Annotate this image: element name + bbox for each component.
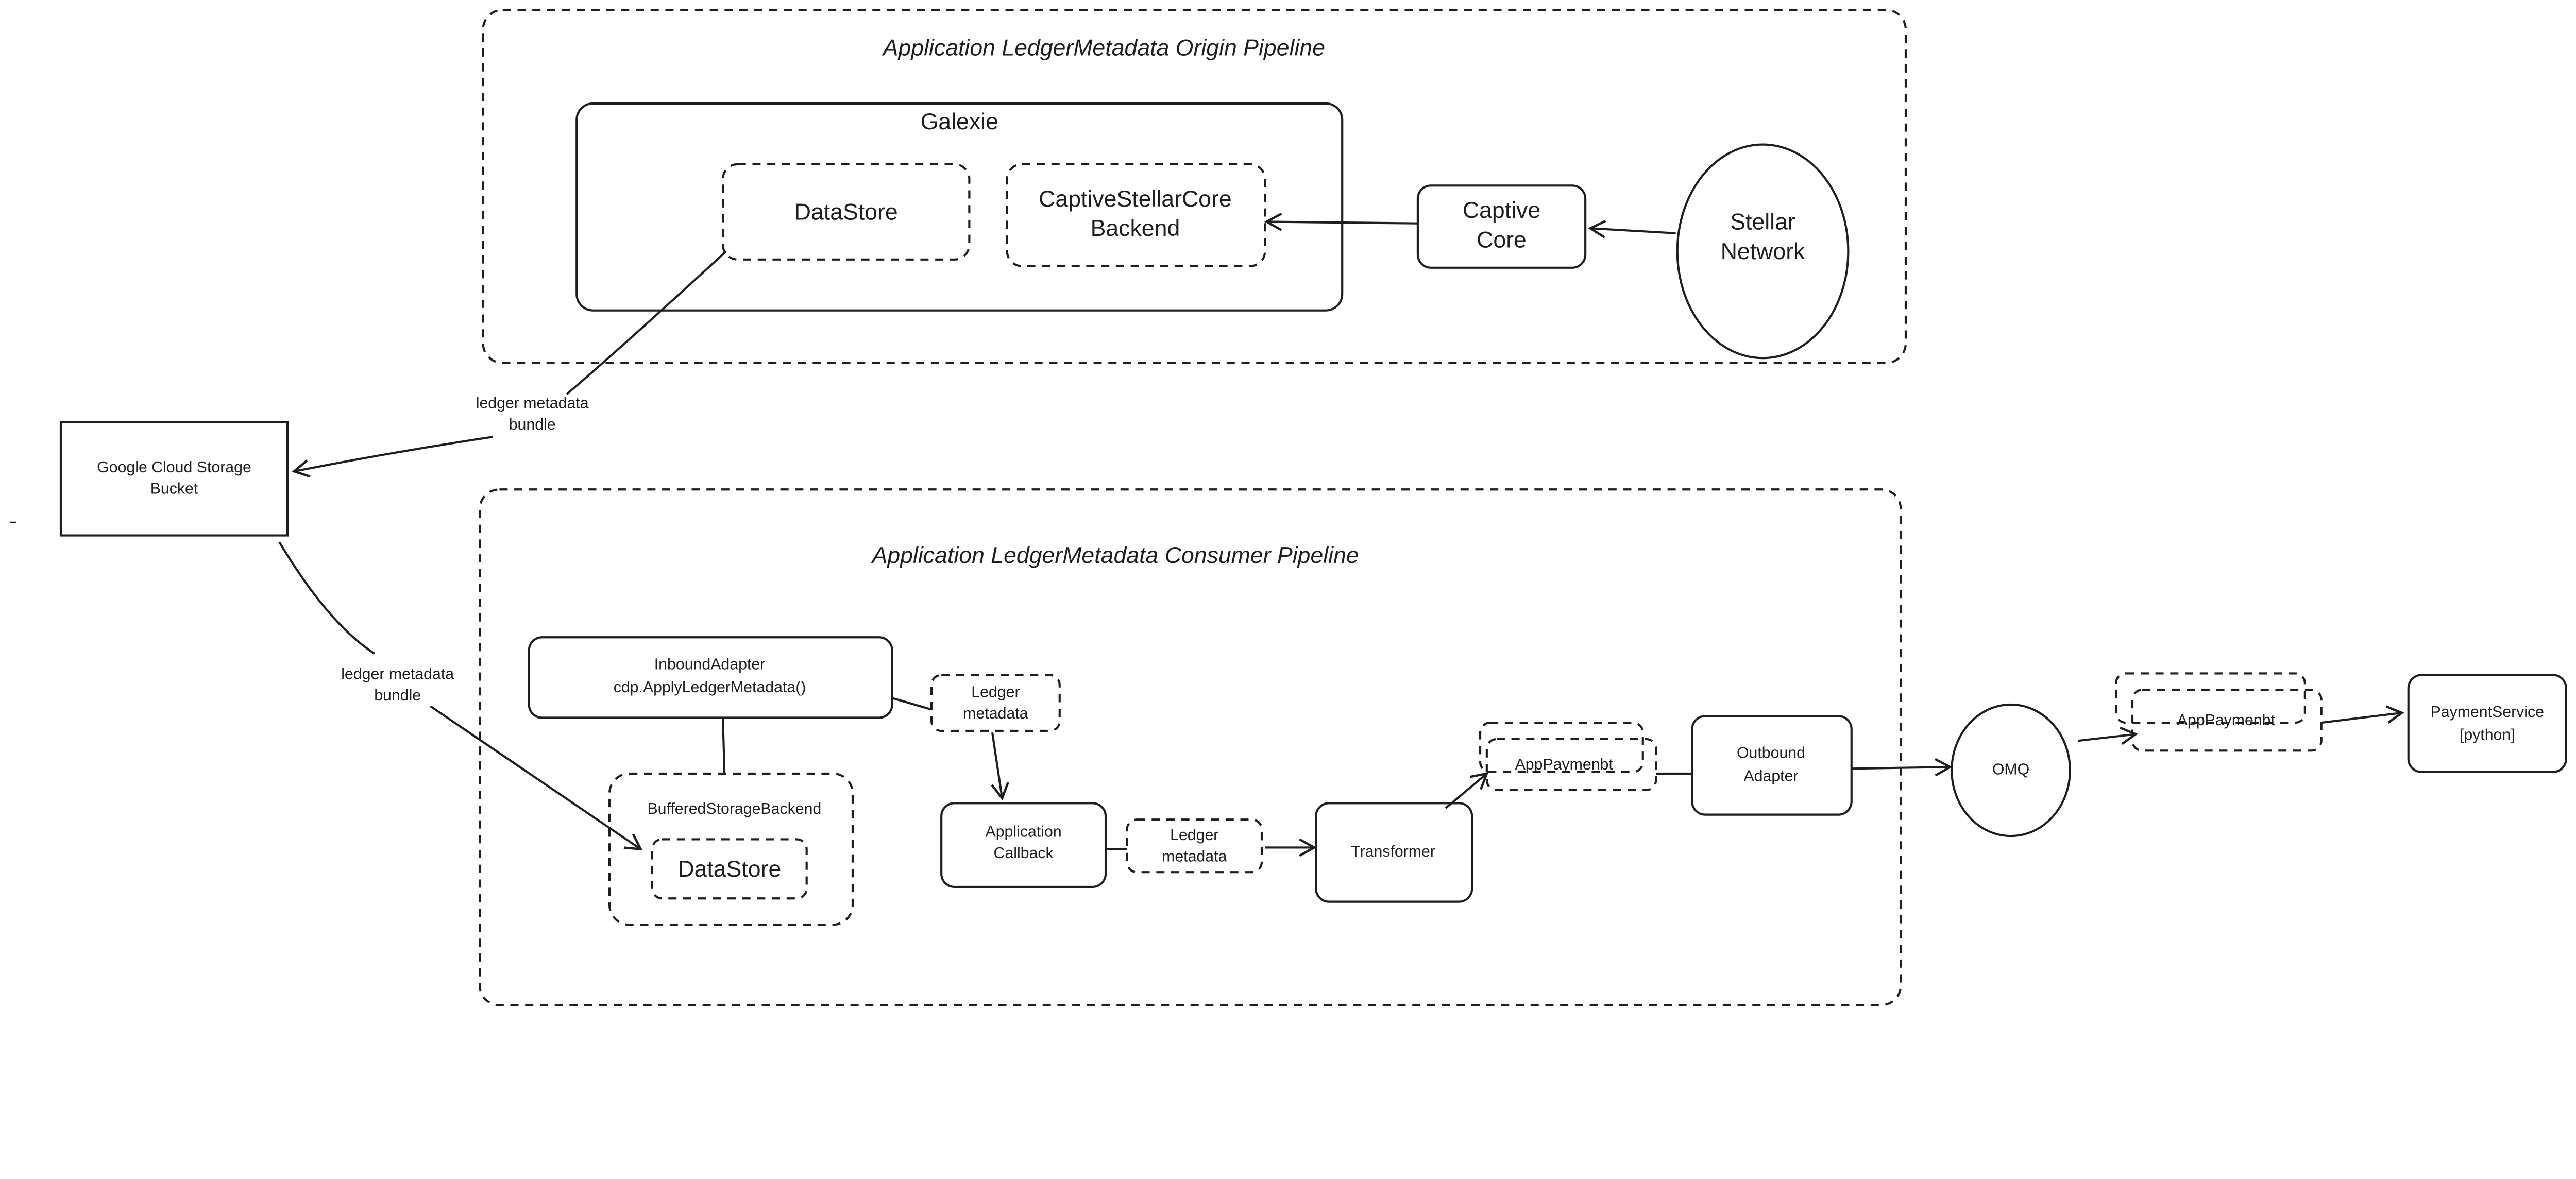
buffered-backend-label: BufferedStorageBackend: [647, 800, 821, 817]
application-callback[interactable]: Application Callback: [940, 802, 1107, 888]
transformer-label: Transformer: [1351, 843, 1435, 860]
outbound-adapter-label-2: Adapter: [1743, 767, 1798, 784]
payment-service-label-1: PaymentService: [2431, 704, 2544, 721]
inbound-adapter-label-1: InboundAdapter: [654, 656, 766, 673]
outbound-adapter-label-1: Outbound: [1737, 745, 1805, 762]
captive-core-label-1: Captive: [1463, 198, 1540, 223]
origin-pipeline-group[interactable]: Application LedgerMetadata Origin Pipeli…: [482, 9, 1907, 364]
outbound-adapter[interactable]: Outbound Adapter: [1691, 715, 1853, 816]
stellar-network-label-1: Stellar: [1730, 209, 1795, 234]
architecture-diagram: Application LedgerMetadata Origin Pipeli…: [10, 9, 2567, 1006]
captive-core-label-2: Core: [1477, 228, 1527, 253]
consumer-datastore-label: DataStore: [677, 857, 781, 882]
captive-stellar-core-backend[interactable]: CaptiveStellarCore Backend: [1006, 163, 1266, 267]
galexie-box[interactable]: Galexie: [575, 102, 1344, 312]
backend-label-2: Backend: [1091, 216, 1180, 241]
transformer[interactable]: Transformer: [1315, 802, 1473, 903]
origin-pipeline-title: Application LedgerMetadata Origin Pipeli…: [882, 35, 1325, 60]
inbound-adapter-label-2: cdp.ApplyLedgerMetadata(): [614, 679, 806, 696]
ledger-metadata-1-label-1: Ledger: [971, 684, 1020, 701]
arrow-upload-to-gcs: [292, 436, 493, 478]
edge-datastore-to-gcs: [566, 250, 727, 395]
omq-label: OMQ: [1992, 761, 2029, 778]
payment-service-label-2: [python]: [2460, 727, 2515, 744]
stellar-network-label-2: Network: [1721, 239, 1805, 264]
app-payment-1[interactable]: AppPaymenbt: [1479, 721, 1657, 791]
omq-node[interactable]: OMQ: [1951, 703, 2071, 838]
arrow-download-to-datastore: [430, 705, 643, 851]
payment-service[interactable]: PaymentService [python]: [2407, 674, 2567, 773]
captive-core-box[interactable]: Captive Core: [1416, 184, 1587, 269]
arrow-transformer-to-payment: [1445, 772, 1489, 809]
ledger-metadata-2[interactable]: Ledger metadata: [1126, 818, 1263, 874]
arrow-core-to-backend: [1264, 212, 1418, 231]
backend-label-1: CaptiveStellarCore: [1039, 186, 1232, 212]
app-payment-2[interactable]: AppPaymenbt: [2115, 672, 2323, 752]
edge-inbound-to-buffered: [721, 717, 726, 774]
arrow-omq-to-payment: [2078, 726, 2138, 745]
galexie-datastore-label: DataStore: [794, 199, 898, 225]
ledger-metadata-1[interactable]: Ledger metadata: [930, 674, 1061, 732]
arrow-metadata-to-callback: [991, 732, 1009, 801]
ledger-metadata-2-label-2: metadata: [1162, 848, 1227, 865]
inbound-adapter[interactable]: InboundAdapter cdp.ApplyLedgerMetadata(): [528, 636, 893, 719]
upload-label-1: ledger metadata: [476, 395, 589, 412]
app-callback-label-1: Application: [986, 824, 1062, 841]
arrow-outbound-to-omq: [1851, 758, 1953, 777]
arrow-network-to-core: [1588, 219, 1676, 238]
app-payment-1-label: AppPaymenbt: [1515, 756, 1614, 773]
app-payment-2-label: AppPaymenbt: [2177, 712, 2276, 729]
gcs-bucket[interactable]: Google Cloud Storage Bucket: [59, 421, 289, 537]
consumer-pipeline-group[interactable]: Application LedgerMetadata Consumer Pipe…: [479, 488, 1902, 1006]
ledger-metadata-2-label-1: Ledger: [1170, 827, 1218, 844]
consumer-datastore[interactable]: DataStore: [651, 838, 808, 900]
app-callback-label-2: Callback: [994, 845, 1054, 862]
download-label-2: bundle: [374, 687, 421, 704]
edge-inbound-to-metadata: [891, 697, 932, 711]
download-label-1: ledger metadata: [341, 666, 454, 683]
ledger-metadata-1-label-2: metadata: [963, 705, 1028, 722]
gcs-label-1: Google Cloud Storage: [97, 459, 251, 476]
galexie-datastore[interactable]: DataStore: [721, 163, 971, 261]
arrow-payment-to-service: [2321, 705, 2404, 724]
stellar-network-node[interactable]: Stellar Network: [1676, 143, 1850, 360]
gcs-label-2: Bucket: [150, 480, 198, 497]
upload-label-2: bundle: [509, 416, 556, 433]
buffered-storage-backend[interactable]: BufferedStorageBackend: [608, 772, 854, 926]
consumer-pipeline-title: Application LedgerMetadata Consumer Pipe…: [871, 543, 1359, 568]
edge-gcs-to-label: [278, 541, 376, 655]
galexie-label: Galexie: [921, 109, 998, 134]
